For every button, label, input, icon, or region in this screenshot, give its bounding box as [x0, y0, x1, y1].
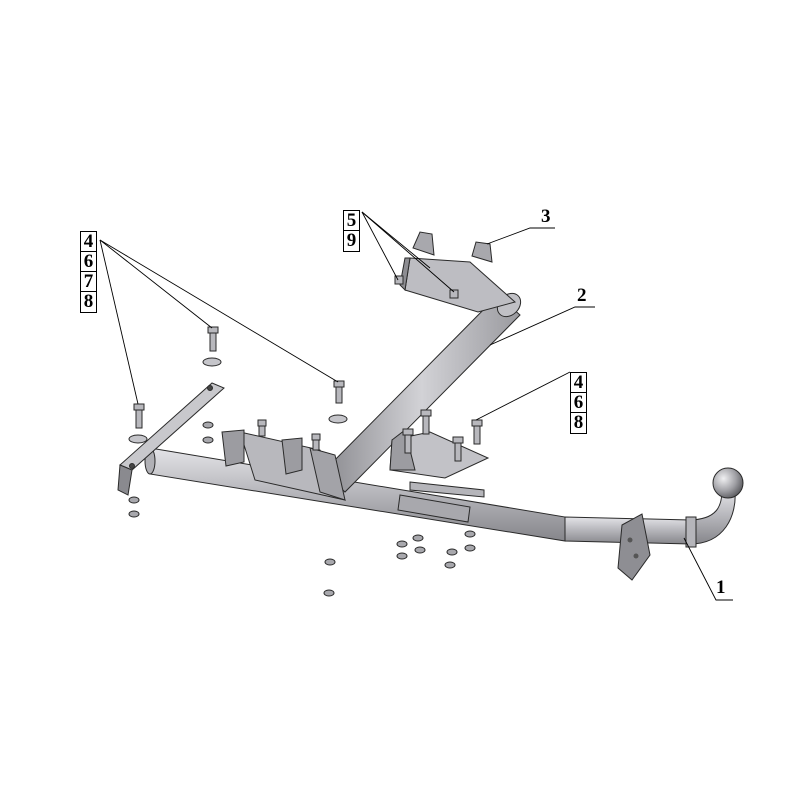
tow-ball: [712, 467, 744, 499]
bolt-icon: [452, 436, 464, 462]
bolts: [133, 275, 483, 462]
nut-icon: [128, 510, 140, 518]
bolt-icon: [420, 409, 432, 435]
nut-icon: [128, 496, 140, 504]
socket-hole-icon: [627, 537, 633, 543]
bolt-icon: [133, 403, 145, 429]
nut-icon: [464, 530, 476, 538]
nut-icon: [464, 544, 476, 552]
callout-top-item: 9: [346, 230, 357, 251]
diagonal-tube: [322, 292, 522, 493]
socket-plate: [617, 513, 651, 581]
washer-icon: [202, 357, 222, 367]
bolt-icon: [402, 428, 414, 454]
nut-icon: [324, 558, 336, 566]
washers: [128, 357, 348, 444]
part-label-3: 3: [541, 206, 551, 227]
nut-icon: [323, 589, 335, 597]
callout-left-item: 4: [81, 232, 96, 252]
bolt-icon: [257, 419, 267, 437]
part-label-2: 2: [577, 285, 587, 306]
nut-icon: [202, 436, 214, 444]
callout-right: 4 6 8: [570, 372, 587, 434]
center-bracket: [221, 429, 346, 501]
callout-left: 4 6 7 8: [80, 231, 97, 313]
callout-top-item: 5: [344, 211, 359, 231]
washer-icon: [328, 414, 348, 424]
socket-hole-icon: [633, 553, 639, 559]
bolt-icon: [207, 326, 219, 352]
callout-top: 5 9: [343, 210, 360, 252]
washer-icon: [128, 434, 148, 444]
callout-right-item: 6: [571, 393, 586, 413]
bolt-icon: [394, 275, 404, 285]
bolt-icon: [471, 419, 483, 445]
bolt-icon: [311, 433, 321, 451]
nut-icon: [412, 534, 424, 542]
upper-bracket: [399, 231, 517, 313]
nut-icon: [414, 546, 426, 554]
callout-right-item: 8: [573, 412, 584, 433]
nuts: [128, 421, 476, 597]
nut-icon: [396, 552, 408, 560]
bolt-icon: [449, 289, 459, 299]
bolt-icon: [333, 380, 345, 404]
part-label-1: 1: [716, 577, 726, 598]
right-lower-bracket: [389, 429, 490, 523]
nut-icon: [202, 421, 214, 429]
nut-icon: [444, 561, 456, 569]
callout-left-item: 6: [81, 252, 96, 272]
left-mounting-plate: [117, 382, 225, 496]
nut-icon: [446, 548, 458, 556]
callout-right-item: 4: [571, 373, 586, 393]
callout-left-item: 7: [81, 272, 96, 292]
nut-icon: [396, 540, 408, 548]
leader-lines: [99, 211, 733, 601]
callout-left-item: 8: [83, 291, 94, 312]
